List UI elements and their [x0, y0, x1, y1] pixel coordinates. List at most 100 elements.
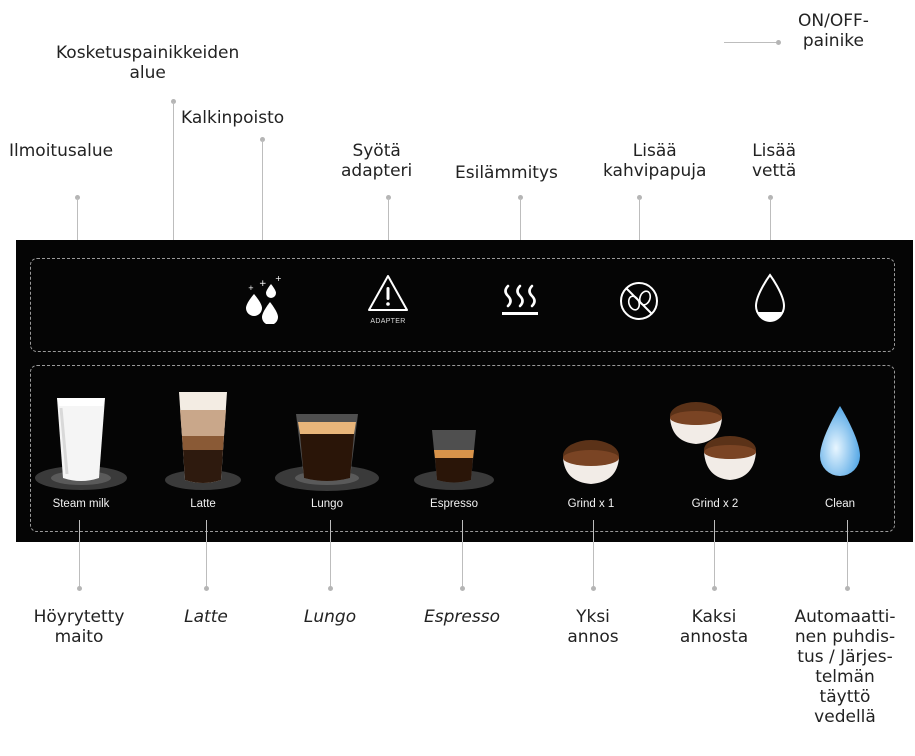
touch-area-line1: Kosketuspainikkeiden [56, 43, 240, 63]
clean-callout-line6: vedellä [814, 707, 876, 727]
add-beans-callout: Lisää kahvipapuja [603, 141, 706, 181]
espresso-label: Espresso [430, 498, 478, 510]
two-ground-coffee-bowls-icon [659, 386, 771, 496]
clean-callout-line5: täyttö [819, 687, 871, 707]
clean-callout-line2: nen puhdis- [794, 627, 896, 647]
clean-callout: Automaatti- nen puhdis- tus / Järjes- te… [780, 607, 910, 727]
clean-label: Clean [824, 498, 856, 510]
water-leader-dot [768, 195, 773, 200]
steam-milk-button[interactable]: Steam milk [25, 380, 137, 528]
lungo-leader [330, 520, 331, 588]
clean-button[interactable]: Clean [784, 380, 896, 528]
notification-area-callout: Ilmoitusalue [9, 141, 113, 161]
clean-callout-line4: telmän [815, 667, 875, 687]
on-off-callout: ON/OFF- painike [798, 11, 869, 51]
add-water-line2: vettä [752, 161, 797, 181]
add-beans-icon [614, 276, 664, 326]
espresso-callout: Espresso [412, 607, 512, 627]
latte-leader-dot [204, 586, 209, 591]
descaling-icon: + + + [240, 272, 286, 324]
lungo-leader-dot [328, 586, 333, 591]
latte-callout: Latte [166, 607, 246, 627]
descaling-label: Kalkinpoisto [181, 108, 285, 128]
grind-x1-button[interactable]: Grind x 1 [535, 380, 647, 528]
grind1-leader-dot [591, 586, 596, 591]
notification-leader-dot [75, 195, 80, 200]
latte-button[interactable]: Latte [147, 380, 259, 528]
on-off-leader-dot [776, 40, 781, 45]
beans-leader-dot [637, 195, 642, 200]
clean-leader [847, 520, 848, 588]
preheating-leader [520, 198, 521, 280]
grind1-callout-line1: Yksi [576, 607, 610, 627]
preheating-callout: Esilämmitys [455, 163, 558, 183]
lungo-callout-text: Lungo [303, 607, 357, 627]
lungo-callout: Lungo [290, 607, 370, 627]
svg-text:+: + [259, 279, 267, 289]
descaling-leader-dot [260, 137, 265, 142]
preheating-leader-dot [518, 195, 523, 200]
notification-leader [77, 198, 78, 255]
milk-glass-icon [25, 386, 137, 496]
grind1-callout: Yksi annos [553, 607, 633, 647]
steam-milk-callout: Höyrytetty maito [21, 607, 137, 647]
grind2-callout-line2: annosta [679, 627, 749, 647]
latte-glass-icon [147, 386, 259, 496]
grind2-leader-dot [712, 586, 717, 591]
touch-area-leader-dot [171, 99, 176, 104]
steam-milk-callout-line1: Höyrytetty [33, 607, 125, 627]
grind2-callout-line1: Kaksi [691, 607, 737, 627]
touch-area-line2: alue [129, 63, 166, 83]
lungo-glass-icon [271, 386, 383, 496]
water-level-icon [753, 272, 787, 326]
grind-x1-label: Grind x 1 [567, 498, 615, 510]
insert-adapter-line2: adapteri [341, 161, 413, 181]
clean-callout-line1: Automaatti- [794, 607, 896, 627]
steam-milk-callout-line2: maito [54, 627, 104, 647]
lungo-label: Lungo [311, 498, 343, 510]
preheating-icon [498, 282, 542, 322]
notification-area-label: Ilmoitusalue [9, 141, 114, 161]
grind-x2-label: Grind x 2 [691, 498, 739, 510]
add-beans-line2: kahvipapuja [603, 161, 707, 181]
grind1-callout-line2: annos [567, 627, 619, 647]
notification-area-box [30, 258, 895, 352]
grind1-leader [593, 520, 594, 588]
espresso-glass-icon [398, 386, 510, 496]
grind2-callout: Kaksi annosta [669, 607, 759, 647]
control-panel [16, 240, 913, 542]
steam-milk-label: Steam milk [52, 498, 110, 510]
on-off-line2: painike [802, 31, 865, 51]
espresso-leader-dot [460, 586, 465, 591]
add-beans-line1: Lisää [632, 141, 677, 161]
clean-callout-line3: tus / Järjes- [797, 647, 893, 667]
on-off-leader [724, 42, 778, 43]
water-drop-icon [784, 386, 896, 496]
espresso-button[interactable]: Espresso [398, 380, 510, 528]
add-water-line1: Lisää [752, 141, 797, 161]
add-water-callout: Lisää vettä [752, 141, 796, 181]
adapter-leader [388, 198, 389, 270]
preheating-label: Esilämmitys [455, 163, 558, 183]
descaling-leader [262, 140, 263, 270]
lungo-button[interactable]: Lungo [271, 380, 383, 528]
ground-coffee-bowl-icon [535, 386, 647, 496]
touch-area-callout: Kosketuspainikkeiden alue [56, 43, 239, 83]
water-leader [770, 198, 771, 270]
latte-label: Latte [190, 498, 216, 510]
grind-x2-button[interactable]: Grind x 2 [659, 380, 771, 528]
grind2-leader [714, 520, 715, 588]
clean-leader-dot [845, 586, 850, 591]
latte-callout-text: Latte [184, 607, 228, 627]
adapter-leader-dot [386, 195, 391, 200]
beans-leader [639, 198, 640, 270]
adapter-icon-text: ADAPTER [370, 318, 406, 325]
espresso-leader [462, 520, 463, 588]
descaling-callout: Kalkinpoisto [181, 108, 284, 128]
on-off-line1: ON/OFF- [798, 11, 869, 31]
insert-adapter-callout: Syötä adapteri [341, 141, 412, 181]
latte-leader [206, 520, 207, 588]
insert-adapter-line1: Syötä [352, 141, 401, 161]
svg-text:+: + [248, 284, 254, 292]
warning-adapter-icon [366, 272, 410, 316]
